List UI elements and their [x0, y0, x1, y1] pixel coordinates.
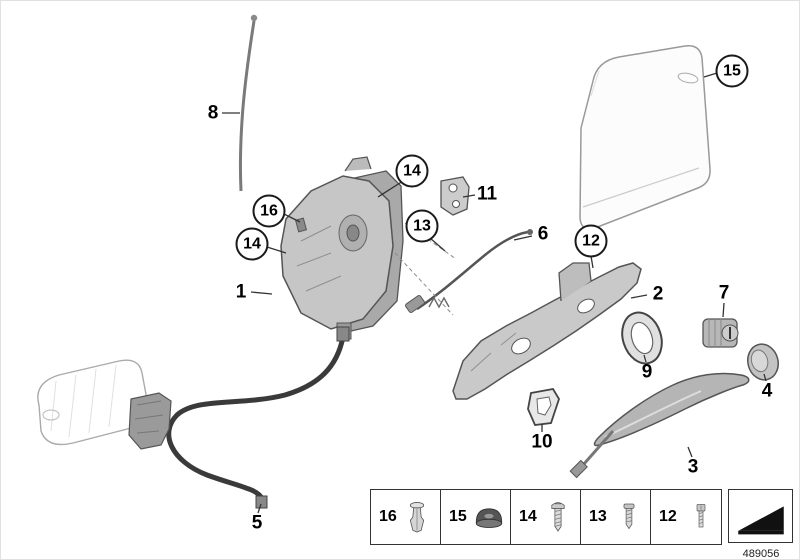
handle-carrier-art: [452, 262, 642, 400]
legend-item-15[interactable]: 15: [441, 490, 511, 544]
expansion-rivet-icon: [409, 502, 425, 533]
callout-7[interactable]: 7: [718, 282, 730, 304]
bowden-cable-art: [166, 326, 350, 509]
gasket-outer-art: [621, 311, 663, 365]
callout-14-top[interactable]: 14: [395, 154, 429, 188]
fastener-legend: 16 15 14 13: [370, 489, 722, 545]
callout-2[interactable]: 2: [652, 283, 664, 305]
torx-screw-icon: [623, 503, 635, 530]
door-handle-art: [569, 372, 750, 479]
direction-arrow-icon: [737, 506, 784, 535]
callout-3[interactable]: 3: [687, 456, 699, 478]
actuating-rod-art: [238, 14, 258, 192]
callout-4[interactable]: 4: [761, 380, 773, 402]
legend-label-14: 14: [519, 508, 537, 525]
callout-13[interactable]: 13: [405, 209, 439, 243]
callout-9[interactable]: 9: [641, 361, 653, 383]
sealing-grommet-icon: [475, 508, 502, 528]
gasket-inner-art: [527, 388, 560, 426]
callout-6[interactable]: 6: [537, 223, 549, 245]
callout-16[interactable]: 16: [252, 194, 286, 228]
socket-head-screw-icon: [696, 503, 706, 528]
direction-arrow-box: [728, 489, 793, 543]
legend-label-12: 12: [659, 508, 677, 525]
callout-1[interactable]: 1: [235, 281, 247, 303]
callout-14-left[interactable]: 14: [235, 227, 269, 261]
leader-lines: [222, 72, 767, 514]
bracket-art: [440, 176, 470, 216]
callout-12[interactable]: 12: [574, 224, 608, 258]
ghost-part-art: [37, 359, 172, 450]
pan-head-screw-icon: [551, 502, 565, 532]
legend-item-12[interactable]: 12: [651, 490, 721, 544]
cylinder-cap-art: [747, 343, 779, 381]
door-lock-art: [280, 156, 404, 340]
door-panel-art: [579, 45, 711, 230]
release-cable-art: [405, 229, 533, 313]
callout-15[interactable]: 15: [715, 54, 749, 88]
legend-item-16[interactable]: 16: [371, 490, 441, 544]
lock-cylinder-art: [702, 318, 739, 348]
legend-label-13: 13: [589, 508, 607, 525]
callout-11[interactable]: 11: [476, 183, 498, 205]
legend-label-15: 15: [449, 508, 467, 525]
legend-item-13[interactable]: 13: [581, 490, 651, 544]
callout-10[interactable]: 10: [531, 431, 553, 453]
legend-item-14[interactable]: 14: [511, 490, 581, 544]
document-number: 489056: [742, 548, 780, 560]
callout-8[interactable]: 8: [207, 102, 219, 124]
callout-5[interactable]: 5: [251, 512, 263, 534]
legend-label-16: 16: [379, 508, 397, 525]
